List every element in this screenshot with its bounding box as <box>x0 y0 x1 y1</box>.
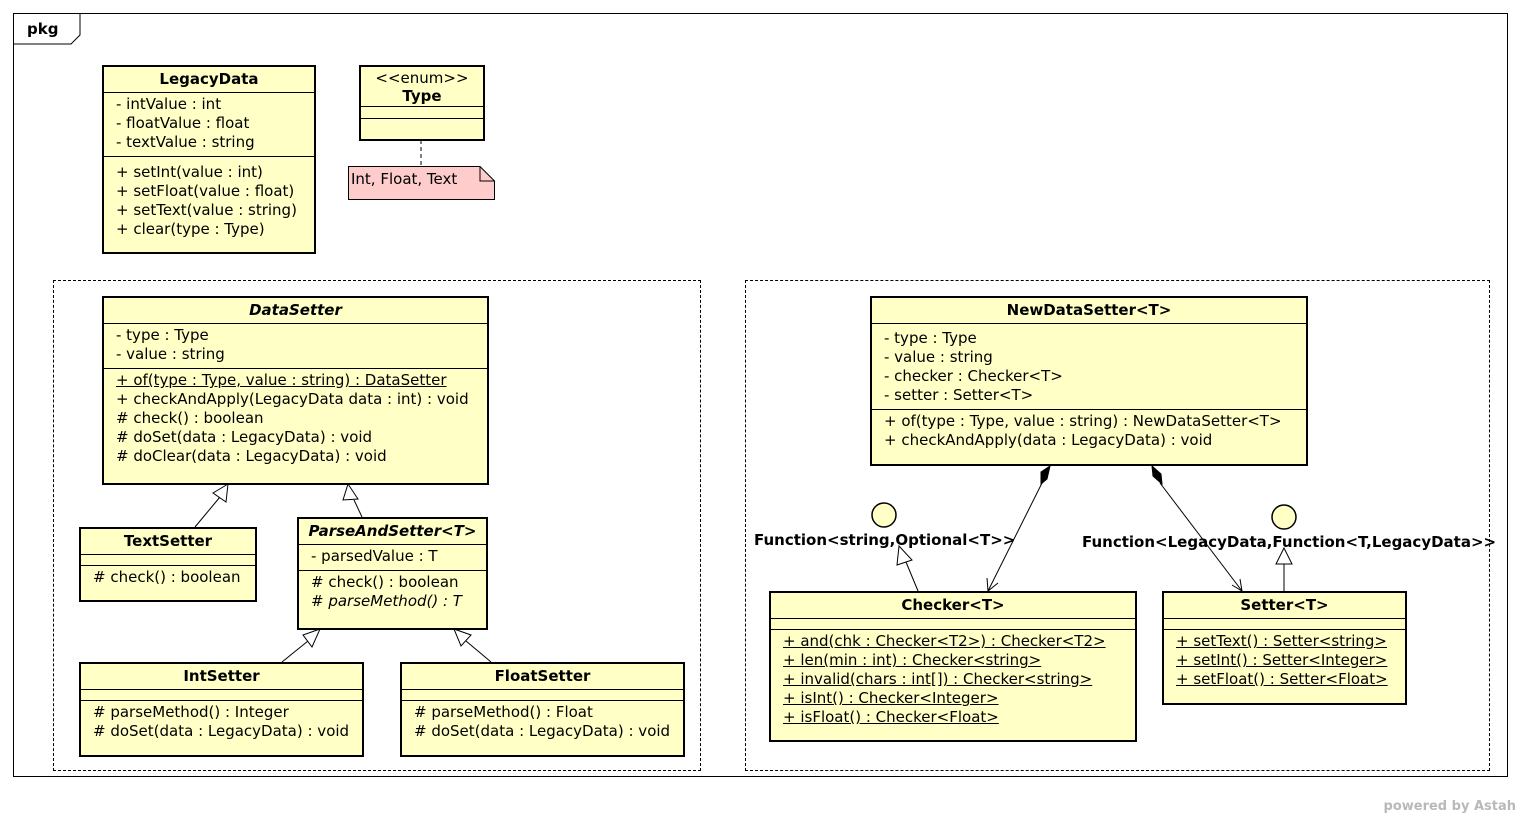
operations: + of(type : Type, value : string) : NewD… <box>884 412 1282 449</box>
composition-setter <box>1159 482 1243 592</box>
attributes: - intValue : int - floatValue : float - … <box>104 93 314 157</box>
attributes <box>81 555 255 566</box>
realization-arrowhead <box>1275 546 1293 565</box>
composition-diamond <box>1040 464 1051 486</box>
enum-type: <<enum>> Type <box>359 65 485 141</box>
attributes <box>81 690 362 701</box>
class-name: TextSetter <box>81 529 255 555</box>
attributes <box>402 690 683 701</box>
generalization-intsetter <box>281 640 309 663</box>
attributes <box>771 619 1135 630</box>
class-name: NewDataSetter<T> <box>872 298 1306 324</box>
generalization-arrowhead <box>453 628 472 647</box>
powered-by-footer: powered by Astah <box>1383 799 1516 814</box>
class-name: <<enum>> Type <box>361 67 483 107</box>
class-name: Setter<T> <box>1164 593 1405 619</box>
package-frame <box>13 13 1508 777</box>
operations <box>361 119 483 130</box>
operations: + setText() : Setter<string> + setInt() … <box>1176 632 1388 688</box>
realization-checker <box>905 561 919 592</box>
operations: + setInt(value : int) + setFloat(value :… <box>116 163 297 238</box>
class-name: DataSetter <box>104 298 487 324</box>
operations: # check() : boolean <box>93 568 241 586</box>
generalization-arrowhead <box>342 482 359 501</box>
operations: # parseMethod() : Float # doSet(data : L… <box>414 703 671 740</box>
generalization-floatsetter <box>465 640 492 663</box>
composition-diamond <box>1151 464 1163 486</box>
composition-checker <box>987 482 1043 592</box>
operations: # check() : boolean # parseMethod() : T <box>311 573 462 610</box>
interface-label-setter: Function<LegacyData,Function<T,LegacyDat… <box>1082 533 1497 551</box>
interface-circle-setter <box>1271 504 1297 530</box>
attributes <box>361 107 483 119</box>
operations: + and(chk : Checker<T2>) : Checker<T2> +… <box>783 632 1106 726</box>
generalization-arrowhead <box>302 628 321 648</box>
attributes: - parsedValue : T <box>299 545 486 571</box>
class-setter: Setter<T> + setText() : Setter<string> +… <box>1162 591 1407 705</box>
class-floatsetter: FloatSetter # parseMethod() : Float # do… <box>400 662 685 757</box>
class-name: IntSetter <box>81 664 362 690</box>
interface-circle-checker <box>871 502 897 528</box>
package-name: pkg <box>27 20 59 38</box>
class-checker: Checker<T> + and(chk : Checker<T2>) : Ch… <box>769 591 1137 742</box>
class-name: FloatSetter <box>402 664 683 690</box>
stereotype: <<enum>> <box>375 69 469 87</box>
right-group <box>745 280 1490 771</box>
class-name: LegacyData <box>104 67 314 93</box>
attributes: - type : Type - value : string - checker… <box>872 324 1306 410</box>
class-datasetter: DataSetter - type : Type - value : strin… <box>102 296 489 485</box>
generalization-arrowhead <box>212 483 229 503</box>
class-newdatasetter: NewDataSetter<T> - type : Type - value :… <box>870 296 1308 466</box>
class-name: ParseAndSetter<T> <box>299 519 486 545</box>
package-tab <box>13 13 81 45</box>
interface-label-checker: Function<string,Optional<T>> <box>754 531 1016 549</box>
attributes <box>1164 619 1405 630</box>
operations: # parseMethod() : Integer # doSet(data :… <box>93 703 350 740</box>
left-group <box>53 280 701 771</box>
class-textsetter: TextSetter # check() : boolean <box>79 527 257 602</box>
generalization-parseandsetter <box>353 499 363 518</box>
attributes: - type : Type - value : string <box>104 324 487 369</box>
class-name: Checker<T> <box>771 593 1135 619</box>
note-text: Int, Float, Text <box>351 170 458 188</box>
class-legacydata: LegacyData - intValue : int - floatValue… <box>102 65 316 254</box>
class-parseandsetter: ParseAndSetter<T> - parsedValue : T # ch… <box>297 517 488 630</box>
generalization-textsetter <box>194 496 221 528</box>
class-intsetter: IntSetter # parseMethod() : Integer # do… <box>79 662 364 757</box>
note <box>348 166 495 200</box>
operations: + of(type : Type, value : string) : Data… <box>116 371 469 465</box>
realization-arrowhead <box>896 544 913 566</box>
